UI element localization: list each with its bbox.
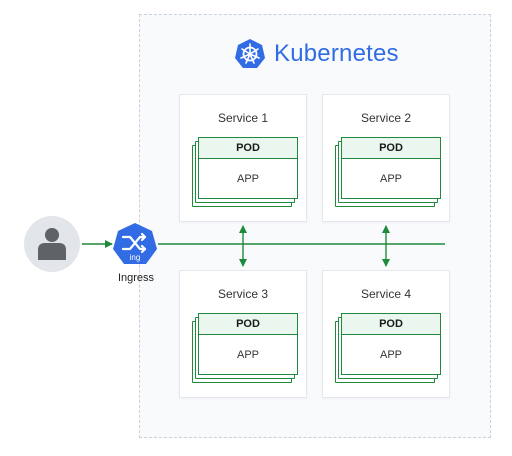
pod-stack: POD APP	[192, 313, 298, 385]
kubernetes-logo-icon	[235, 39, 265, 68]
service-label: Service 3	[217, 287, 269, 301]
service-label: Service 1	[217, 111, 269, 125]
pod-header: POD	[342, 314, 440, 335]
pod-card: POD APP	[341, 137, 441, 199]
pod-stack: POD APP	[335, 313, 441, 385]
pod-header: POD	[342, 138, 440, 159]
service-label: Service 2	[360, 111, 412, 125]
service-card-2: Service 2 POD APP	[322, 94, 450, 222]
pod-app: APP	[236, 173, 259, 185]
pod-app: APP	[236, 349, 259, 361]
pod-header: POD	[199, 138, 297, 159]
ingress-label: Ingress	[117, 272, 155, 284]
user-avatar	[24, 216, 80, 272]
user-icon	[38, 228, 66, 260]
ingress-badge-text: ing	[130, 253, 141, 262]
pod-card: POD APP	[341, 313, 441, 375]
service-card-3: Service 3 POD APP	[179, 270, 307, 398]
pod-card: POD APP	[198, 313, 298, 375]
pod-stack: POD APP	[192, 137, 298, 209]
pod-app: APP	[379, 173, 402, 185]
pod-card: POD APP	[198, 137, 298, 199]
page-title: Kubernetes	[274, 40, 399, 67]
service-card-1: Service 1 POD APP	[179, 94, 307, 222]
ingress-icon: ing	[113, 223, 157, 264]
ingress-node: ing	[112, 222, 158, 268]
cluster-header: Kubernetes	[234, 38, 399, 70]
service-label: Service 4	[360, 287, 412, 301]
pod-stack: POD APP	[335, 137, 441, 209]
pod-app: APP	[379, 349, 402, 361]
service-card-4: Service 4 POD APP	[322, 270, 450, 398]
pod-header: POD	[199, 314, 297, 335]
